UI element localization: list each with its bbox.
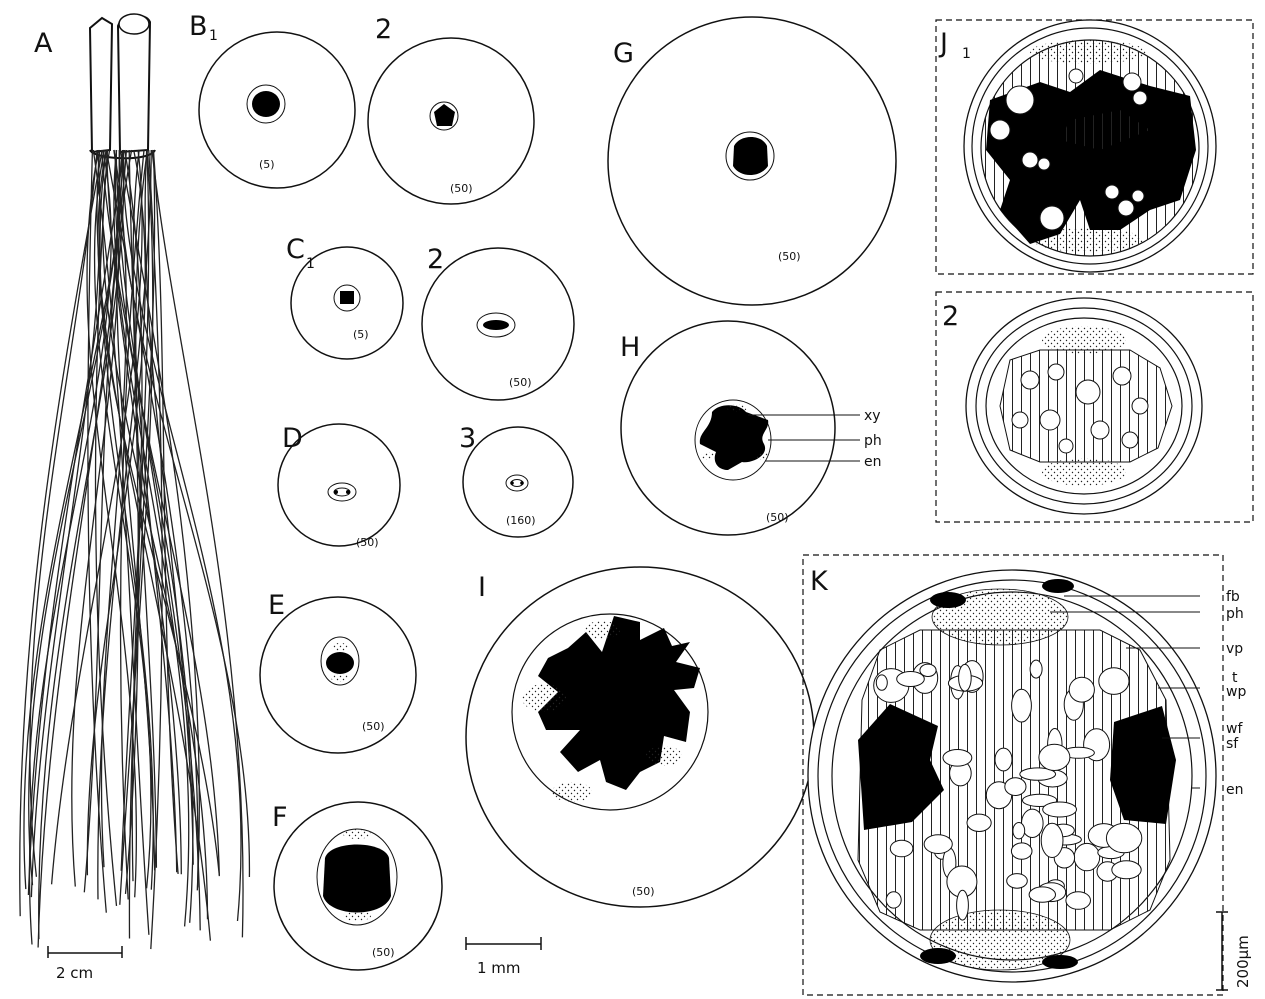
scale-bar-2cm: 2 cm: [56, 964, 93, 982]
panel-label-c2: 2: [427, 244, 444, 275]
panel-label-b-sub: 1: [209, 28, 218, 44]
panel-i: I (50) 1 mm: [466, 567, 814, 977]
panel-label-j-sub: 1: [962, 46, 971, 62]
label-k-ph: ph: [1226, 606, 1244, 622]
panel-j1: J 1: [936, 20, 1253, 274]
magnification-g: (50): [778, 250, 801, 263]
stem-left: [90, 18, 112, 152]
panel-label-h: H: [620, 332, 640, 363]
vessel-cell: [1012, 689, 1032, 722]
panel-j2: 2: [936, 292, 1253, 522]
panel-c2: 2 (50): [422, 244, 574, 400]
magnification-f: (50): [372, 946, 395, 959]
vessel-cell: [897, 672, 925, 687]
magnification-c2: (50): [509, 376, 532, 389]
vessel-cell: [1030, 660, 1042, 678]
panel-f: F (50): [272, 802, 442, 970]
vessel-cell: [876, 675, 887, 690]
panel-d: D (50): [278, 423, 400, 549]
vessel-cell: [890, 840, 913, 857]
panel-k: fb ph vp t wp wf sf en K 200μm: [803, 555, 1252, 995]
vessel-cell: [943, 750, 972, 767]
label-k-wf: wf: [1226, 721, 1243, 737]
vessel-cell: [886, 892, 901, 908]
scale-bar-200um: 200μm: [1234, 935, 1252, 988]
panel-b2: 2 (50): [368, 14, 534, 204]
magnification-b1: (5): [259, 158, 275, 171]
vessel-cell: [1041, 823, 1063, 857]
vessel-cell: [1066, 892, 1091, 910]
vessel-cell: [1007, 874, 1028, 889]
label-k-en: en: [1226, 782, 1244, 798]
magnification-d3: (160): [506, 514, 536, 527]
panel-label-c: C: [286, 234, 305, 265]
vessel-cell: [1029, 887, 1055, 902]
panel-label-c-sub: 1: [306, 256, 315, 272]
panel-d3: 3 (160): [459, 423, 573, 537]
vessel-cell: [959, 664, 972, 691]
panel-label-j2: 2: [942, 301, 959, 332]
vessel-cell: [957, 890, 969, 920]
vessel-cell: [1039, 744, 1070, 770]
vessel-cell: [920, 664, 936, 676]
panel-label-a: A: [34, 28, 53, 59]
magnification-c1: (5): [353, 328, 369, 341]
vessel-cell: [1099, 668, 1129, 695]
magnification-h: (50): [766, 511, 789, 524]
panel-label-g: G: [613, 38, 634, 69]
vessel-cell: [1011, 843, 1032, 859]
panel-b1: B 1 (5): [189, 11, 355, 188]
label-h-ph: ph: [864, 433, 882, 449]
panel-label-k: K: [810, 566, 829, 597]
vessel-cell: [1043, 802, 1077, 817]
adventitious-roots: [20, 150, 250, 949]
root-strand: [153, 150, 178, 874]
panel-label-i: I: [478, 572, 486, 603]
panel-label-f: F: [272, 802, 288, 833]
label-k-fb: fb: [1226, 589, 1240, 605]
magnification-b2: (50): [450, 182, 473, 195]
vessel-cell: [995, 748, 1012, 771]
panel-label-b: B: [189, 11, 208, 42]
magnification-e: (50): [362, 720, 385, 733]
magnification-d: (50): [356, 536, 379, 549]
vessel-cell: [1013, 823, 1025, 839]
panel-a-root-system: A 2 cm: [20, 14, 250, 982]
label-h-xy: xy: [864, 408, 881, 424]
panel-c1: C 1 (5): [286, 234, 403, 359]
panel-label-d3: 3: [459, 423, 476, 454]
panel-label-e: E: [268, 590, 285, 621]
vessel-cell: [1069, 677, 1094, 702]
label-k-wp: wp: [1226, 684, 1246, 700]
label-h-en: en: [864, 454, 882, 470]
stem-right: [118, 16, 150, 152]
vessel-cell: [1074, 843, 1100, 870]
panel-label-j: J: [938, 28, 948, 59]
vessel-cell: [1106, 823, 1141, 852]
panel-h: xy ph en H (50): [620, 321, 882, 535]
label-k-sf: sf: [1226, 736, 1239, 752]
magnification-i: (50): [632, 885, 655, 898]
scale-bar-1mm: 1 mm: [477, 959, 521, 977]
vessel-cell: [1005, 778, 1026, 796]
panel-g: G (50): [608, 17, 896, 305]
panel-label-d: D: [282, 423, 303, 454]
vessel-cell: [967, 814, 991, 831]
vessel-cell: [1112, 861, 1141, 879]
panel-e: E (50): [260, 590, 416, 753]
panel-label-b2: 2: [375, 14, 392, 45]
vessel-cell: [924, 835, 952, 854]
label-k-vp: vp: [1226, 641, 1243, 657]
